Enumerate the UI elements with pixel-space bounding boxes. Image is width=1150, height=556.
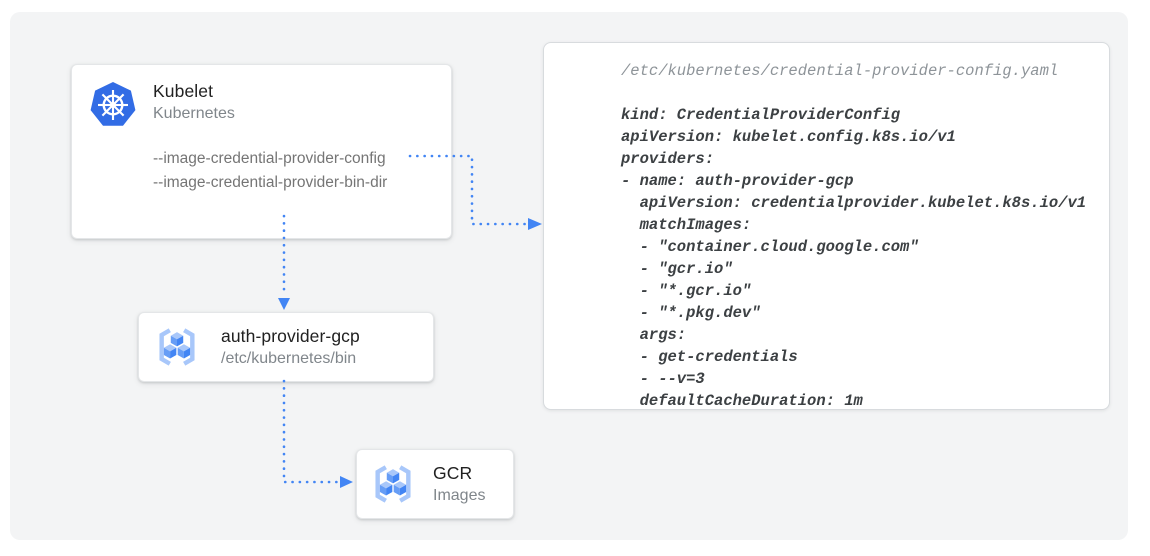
gcr-icon xyxy=(159,328,195,366)
kubelet-flags: --image-credential-provider-config --ima… xyxy=(153,147,387,195)
kubernetes-icon xyxy=(90,82,136,126)
auth-provider-path: /etc/kubernetes/bin xyxy=(221,350,357,367)
flag-image-credential-provider-bin-dir: --image-credential-provider-bin-dir xyxy=(153,174,388,191)
gcr-title: GCR xyxy=(433,463,473,483)
kubelet-subtitle: Kubernetes xyxy=(153,105,235,122)
auth-provider-title: auth-provider-gcp xyxy=(221,326,360,346)
gcr-icon xyxy=(375,465,411,503)
flag-image-credential-provider-config: --image-credential-provider-config xyxy=(153,150,386,167)
config-file-path: /etc/kubernetes/credential-provider-conf… xyxy=(621,62,1059,80)
gcr-subtitle: Images xyxy=(433,487,486,504)
node-kubelet: Kubelet Kubernetes --image-credential-pr… xyxy=(71,64,452,239)
credential-provider-config-panel: /etc/kubernetes/credential-provider-conf… xyxy=(543,42,1110,410)
config-yaml-code: kind: CredentialProviderConfig apiVersio… xyxy=(621,106,1087,410)
kubelet-title: Kubelet xyxy=(153,81,214,101)
node-gcr: GCR Images xyxy=(356,449,514,519)
node-auth-provider-gcp: auth-provider-gcp /etc/kubernetes/bin xyxy=(138,312,434,382)
